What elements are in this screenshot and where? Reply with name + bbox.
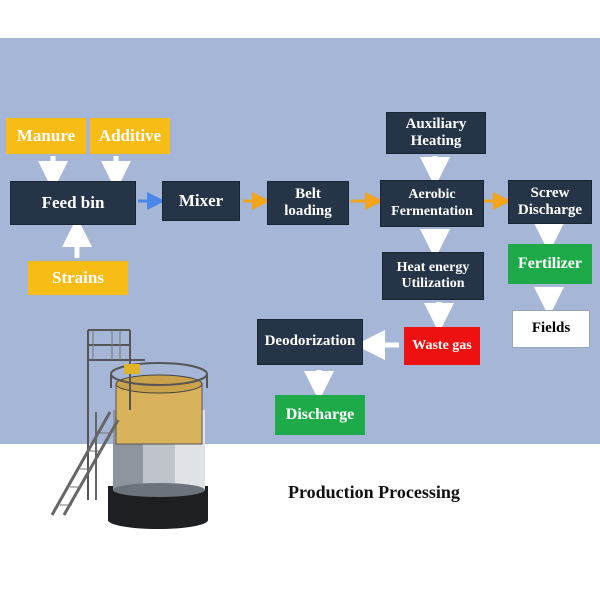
node-strains: Strains xyxy=(28,261,128,295)
diagram-caption: Production Processing xyxy=(288,482,460,502)
node-additive: Additive xyxy=(90,118,170,154)
node-auxiliary-heating: Auxiliary Heating xyxy=(386,112,486,154)
node-waste-gas: Waste gas xyxy=(404,327,480,365)
node-screw-discharge: Screw Discharge xyxy=(508,180,592,224)
node-fields: Fields xyxy=(512,310,590,348)
node-feed-bin: Feed bin xyxy=(10,181,136,225)
node-deodorization: Deodorization xyxy=(257,319,363,365)
node-heat-energy-utilization: Heat energy Utilization xyxy=(382,252,484,300)
node-aerobic-fermentation: Aerobic Fermentation xyxy=(380,180,484,227)
node-discharge: Discharge xyxy=(275,395,365,435)
node-fertilizer: Fertilizer xyxy=(508,244,592,284)
node-belt-loading: Belt loading xyxy=(267,181,349,225)
diagram-background xyxy=(0,38,600,444)
node-manure: Manure xyxy=(6,118,86,154)
node-mixer: Mixer xyxy=(162,181,240,221)
